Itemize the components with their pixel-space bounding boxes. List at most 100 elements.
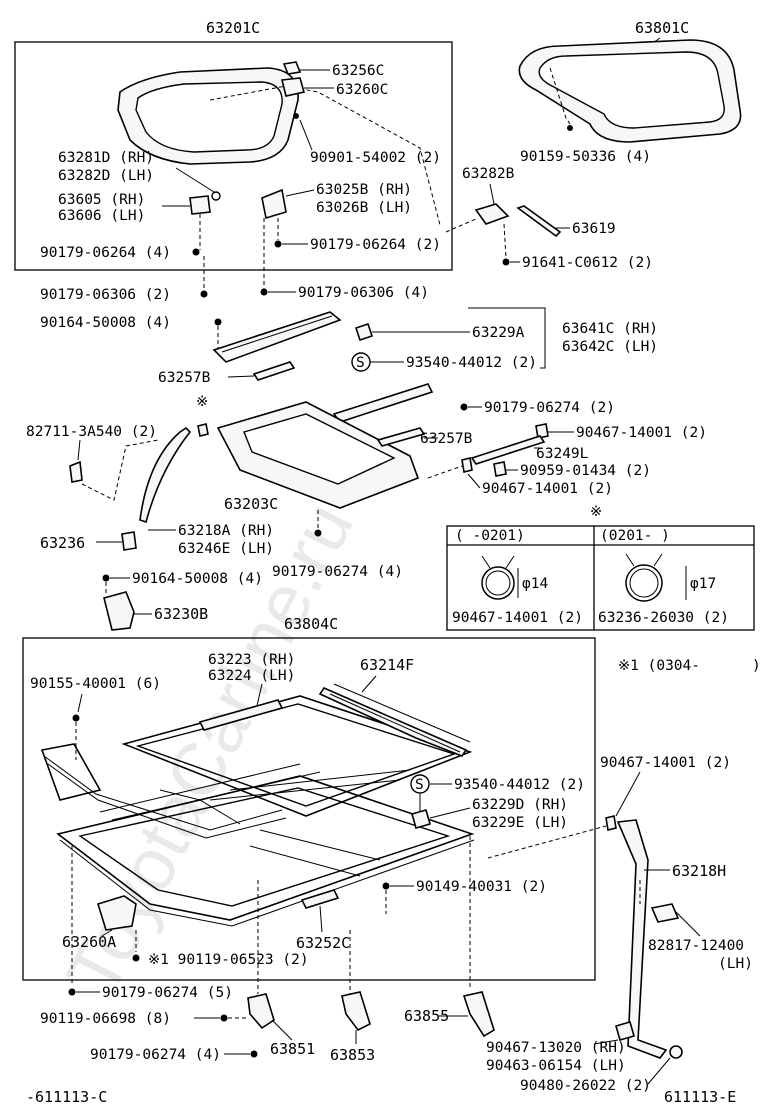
label-63256c: 63256C	[332, 63, 384, 79]
guide-rail-63641c-lh	[332, 383, 434, 423]
clip-90467-a	[535, 423, 549, 439]
cushion-63281d	[211, 191, 221, 201]
bracket-63260c	[281, 77, 306, 97]
label-63229e: 63229E (LH)	[472, 815, 568, 831]
inset-ref-mark: ※	[590, 504, 602, 520]
label-63230b: 63230B	[154, 605, 208, 623]
label-63218a: 63218A (RH)	[178, 523, 274, 539]
bracket-63025b	[261, 188, 287, 220]
label-63282b: 63282B	[462, 166, 515, 182]
housing-63203c	[216, 401, 420, 509]
clip-90467-13020	[615, 1021, 635, 1041]
label-63223: 63223 (RH)	[208, 652, 295, 668]
bracket-63260a	[97, 895, 137, 931]
nut-90179-06306-b	[260, 288, 268, 296]
label-63855: 63855	[404, 1007, 449, 1025]
clip-63229d	[411, 809, 431, 829]
bolt-90155	[72, 714, 80, 722]
label-63218h: 63218H	[672, 862, 726, 880]
label-63619: 63619	[572, 221, 616, 237]
bolt-90119-06698	[220, 1014, 228, 1022]
screw-90901	[293, 113, 299, 119]
bolt-90149	[382, 882, 390, 890]
nut-90179-06274-c	[68, 988, 76, 996]
clip-90959	[493, 461, 507, 477]
label-90480-26022: 90480-26022 (2)	[520, 1078, 651, 1094]
clamp-ref	[197, 423, 209, 437]
label-90467-14001-a: 90467-14001 (2)	[576, 425, 707, 441]
clip-63256c	[282, 61, 302, 75]
nut-90179-06274-b	[314, 529, 322, 537]
grommet-90480	[669, 1045, 683, 1059]
clip-63229a	[354, 322, 374, 342]
label-82817-12400: 82817-12400	[648, 938, 744, 954]
label-91641-c0612: 91641-C0612 (2)	[522, 255, 653, 271]
hose-63249l	[470, 435, 546, 465]
inset-col1-part: 90467-14001 (2)	[452, 610, 583, 626]
nut-90179-06264-a	[192, 248, 200, 256]
inset-col2-part: 63236-26030 (2)	[598, 610, 729, 626]
label-63260a: 63260A	[62, 933, 116, 951]
screw-90164-b	[102, 574, 110, 582]
label-63229a: 63229A	[472, 325, 525, 341]
seal-63252c	[300, 889, 340, 909]
label-93540-44012-b: 93540-44012 (2)	[454, 777, 585, 793]
label-90179-06306-4: 90179-06306 (4)	[298, 285, 429, 301]
clamp-large-icon	[625, 553, 663, 602]
label-90155-40001: 90155-40001 (6)	[30, 676, 161, 692]
screw-90164-a	[214, 318, 222, 326]
nut-90179-06306-a	[200, 290, 208, 298]
bolt-91641	[502, 258, 510, 266]
bolt-90119-06523	[132, 954, 140, 962]
label-90959-01434: 90959-01434 (2)	[520, 463, 651, 479]
ref-mark-a: ※	[196, 394, 208, 410]
sunshade-frame-63223	[121, 695, 473, 817]
inset-col2-dim: φ17	[690, 576, 716, 592]
label-90159-50336: 90159-50336 (4)	[520, 149, 651, 165]
label-63246e: 63246E (LH)	[178, 541, 274, 557]
clip-90467-c	[605, 815, 617, 831]
label-90467-13020: 90467-13020 (RH)	[486, 1040, 626, 1056]
label-63281d: 63281D (RH)	[58, 150, 154, 166]
clip-63236	[121, 531, 137, 551]
label-63026b: 63026B (LH)	[316, 200, 412, 216]
guide-rail-63641c	[212, 311, 342, 363]
label-63804c: 63804C	[284, 615, 338, 633]
label-90149-40031: 90149-40031 (2)	[416, 879, 547, 895]
bracket-63851	[247, 993, 275, 1030]
label-90179-06264-4: 90179-06264 (4)	[40, 245, 171, 261]
label-63203c: 63203C	[224, 495, 278, 513]
label-90467-14001-b: 90467-14001 (2)	[482, 481, 613, 497]
clamp-small-icon	[481, 555, 515, 600]
label-90467-14001-c: 90467-14001 (2)	[600, 755, 731, 771]
label-63257b-a: 63257B	[158, 370, 211, 386]
label-90179-06306-2: 90179-06306 (2)	[40, 287, 171, 303]
clip-90467-b	[461, 457, 473, 473]
label-plate-82817	[650, 903, 680, 923]
seal-63257b-b	[376, 427, 426, 447]
label-63229d: 63229D (RH)	[472, 797, 568, 813]
label-63641c: 63641C (RH)	[562, 321, 658, 337]
inset-col1-header: ( -0201)	[455, 528, 525, 544]
label-63853: 63853	[330, 1046, 375, 1064]
label-63605: 63605 (RH)	[58, 192, 145, 208]
frame-assy-63804c	[40, 743, 475, 927]
note-1: ※1 (0304-	[618, 658, 700, 674]
seal-63257b-a	[252, 361, 296, 381]
frame-63201c	[14, 41, 453, 271]
label-63249l: 63249L	[536, 446, 589, 462]
label-63214f: 63214F	[360, 656, 414, 674]
label-90901-54002: 90901-54002 (2)	[310, 150, 441, 166]
label-63606: 63606 (LH)	[58, 208, 145, 224]
s-mark-b-label: S	[415, 777, 424, 793]
inset-col1-dim: φ14	[522, 576, 548, 592]
seal-63619	[516, 205, 562, 238]
bracket-63853	[341, 991, 371, 1032]
clip-82711	[69, 460, 83, 483]
drain-hose-63218h	[616, 819, 668, 1059]
label-63236: 63236	[40, 534, 85, 552]
label-82711-3a540: 82711-3A540 (2)	[26, 424, 157, 440]
label-63260c: 63260C	[336, 82, 388, 98]
drive-cable-63214f	[318, 683, 471, 757]
